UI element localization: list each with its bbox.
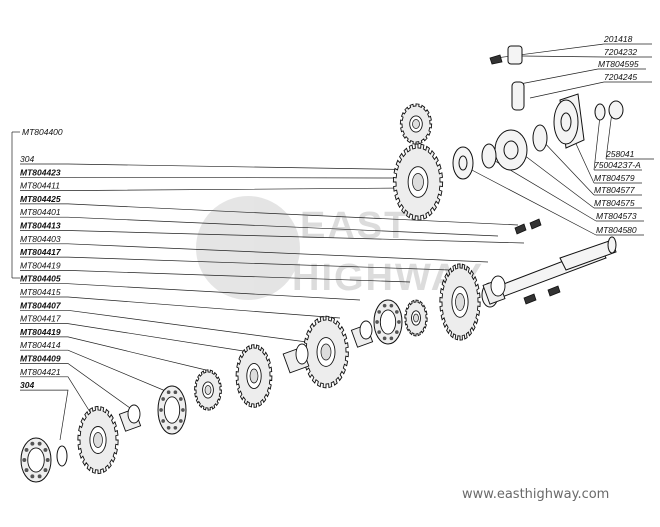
part-label-left: MT804419: [20, 260, 61, 270]
gear-lower-small: [194, 369, 222, 411]
part-label-left: MT804417: [20, 314, 61, 324]
group-bracket: MT804400: [11, 127, 63, 279]
part-label-left: MT804417: [20, 247, 62, 257]
part-label-left: MT804414: [20, 340, 61, 350]
part-label-right: MT804580: [596, 225, 637, 235]
leader-line: [20, 336, 207, 371]
leader-line: [20, 203, 519, 226]
part-label-left: MT804419: [20, 327, 61, 337]
part-label-left: MT804403: [20, 234, 61, 244]
part-label-right: 7204232: [604, 47, 637, 57]
leader-line: [20, 256, 451, 271]
watermark-globe-icon: [196, 196, 300, 300]
leader-line: [20, 283, 361, 301]
bushing-lower: [282, 343, 310, 374]
leader-line: [20, 176, 399, 179]
part-label-left: MT804425: [20, 194, 61, 204]
leader-line: [529, 81, 652, 99]
gear-right-small: [404, 299, 428, 337]
leader-line: [20, 187, 409, 191]
part-label-right: MT804595: [598, 59, 639, 69]
leader-line: [20, 309, 323, 345]
leader-line: [467, 167, 644, 236]
part-label-left: MT804407: [20, 300, 62, 310]
part-label-right: 258041: [605, 149, 635, 159]
leader-line: [20, 349, 169, 393]
leader-line: [20, 230, 525, 244]
thrust-washer: [56, 445, 68, 467]
website-url: www.easthighway.com: [462, 487, 609, 502]
gear-upper: [392, 143, 444, 221]
leader-line: [20, 216, 499, 237]
leader-line: [539, 137, 642, 196]
part-label-left: MT804401: [20, 207, 61, 217]
small-gear-top: [399, 103, 433, 145]
watermark-line1: EAST: [300, 205, 409, 247]
bushing-shaft: [482, 275, 506, 305]
leader-line: [20, 296, 341, 319]
leader-line: [20, 270, 411, 283]
gear-bottom: [77, 405, 119, 475]
part-label-left: MT804421: [20, 367, 61, 377]
gear-lower-middle: [235, 344, 273, 408]
leader-line: [519, 151, 642, 209]
watermark: EAST HIGHWAY: [196, 196, 482, 300]
gear-middle: [303, 315, 349, 389]
leader-line: [519, 68, 646, 85]
leader-line: [20, 376, 96, 421]
bearing-bottom-left: [20, 437, 52, 483]
bushing-bottom: [118, 404, 142, 432]
right-parts: [452, 45, 624, 180]
synchronizer-ring-right: [373, 299, 403, 345]
leader-line: [20, 323, 251, 353]
group-label: MT804400: [22, 127, 63, 137]
part-label-left: MT804405: [20, 274, 61, 284]
part-label-right: 750042З7-А: [594, 160, 641, 170]
part-label-right: 7204245: [604, 72, 637, 82]
leader-line: [20, 389, 69, 441]
leader-line: [20, 243, 489, 263]
part-label-left: MT804411: [20, 181, 60, 191]
leader-line: [20, 163, 437, 171]
gear-right-large: [439, 263, 481, 341]
bushing-middle: [350, 320, 374, 348]
part-label-right: MT804577: [594, 185, 635, 195]
part-label-left: MT804409: [20, 354, 61, 364]
part-label-left: 304: [20, 380, 34, 390]
part-label-right: MT804573: [596, 211, 637, 221]
part-label-left: MT804415: [20, 287, 61, 297]
part-label-right: 201418: [603, 34, 633, 44]
leader-line: [20, 363, 131, 409]
part-label-right: MT804579: [594, 173, 635, 183]
part-label-left: 304: [20, 154, 34, 164]
part-label-left: MT804423: [20, 167, 61, 177]
left-label-list: 304MT804423MT804411MT804425MT804401MT804…: [20, 154, 525, 441]
gear-set: [20, 103, 506, 483]
part-label-left: MT804413: [20, 221, 61, 231]
leader-line: [521, 55, 652, 58]
leader-line: [593, 115, 642, 171]
part-label-right: MT804575: [594, 198, 635, 208]
leader-line: [605, 111, 654, 160]
synchronizer-ring-left: [157, 385, 187, 435]
